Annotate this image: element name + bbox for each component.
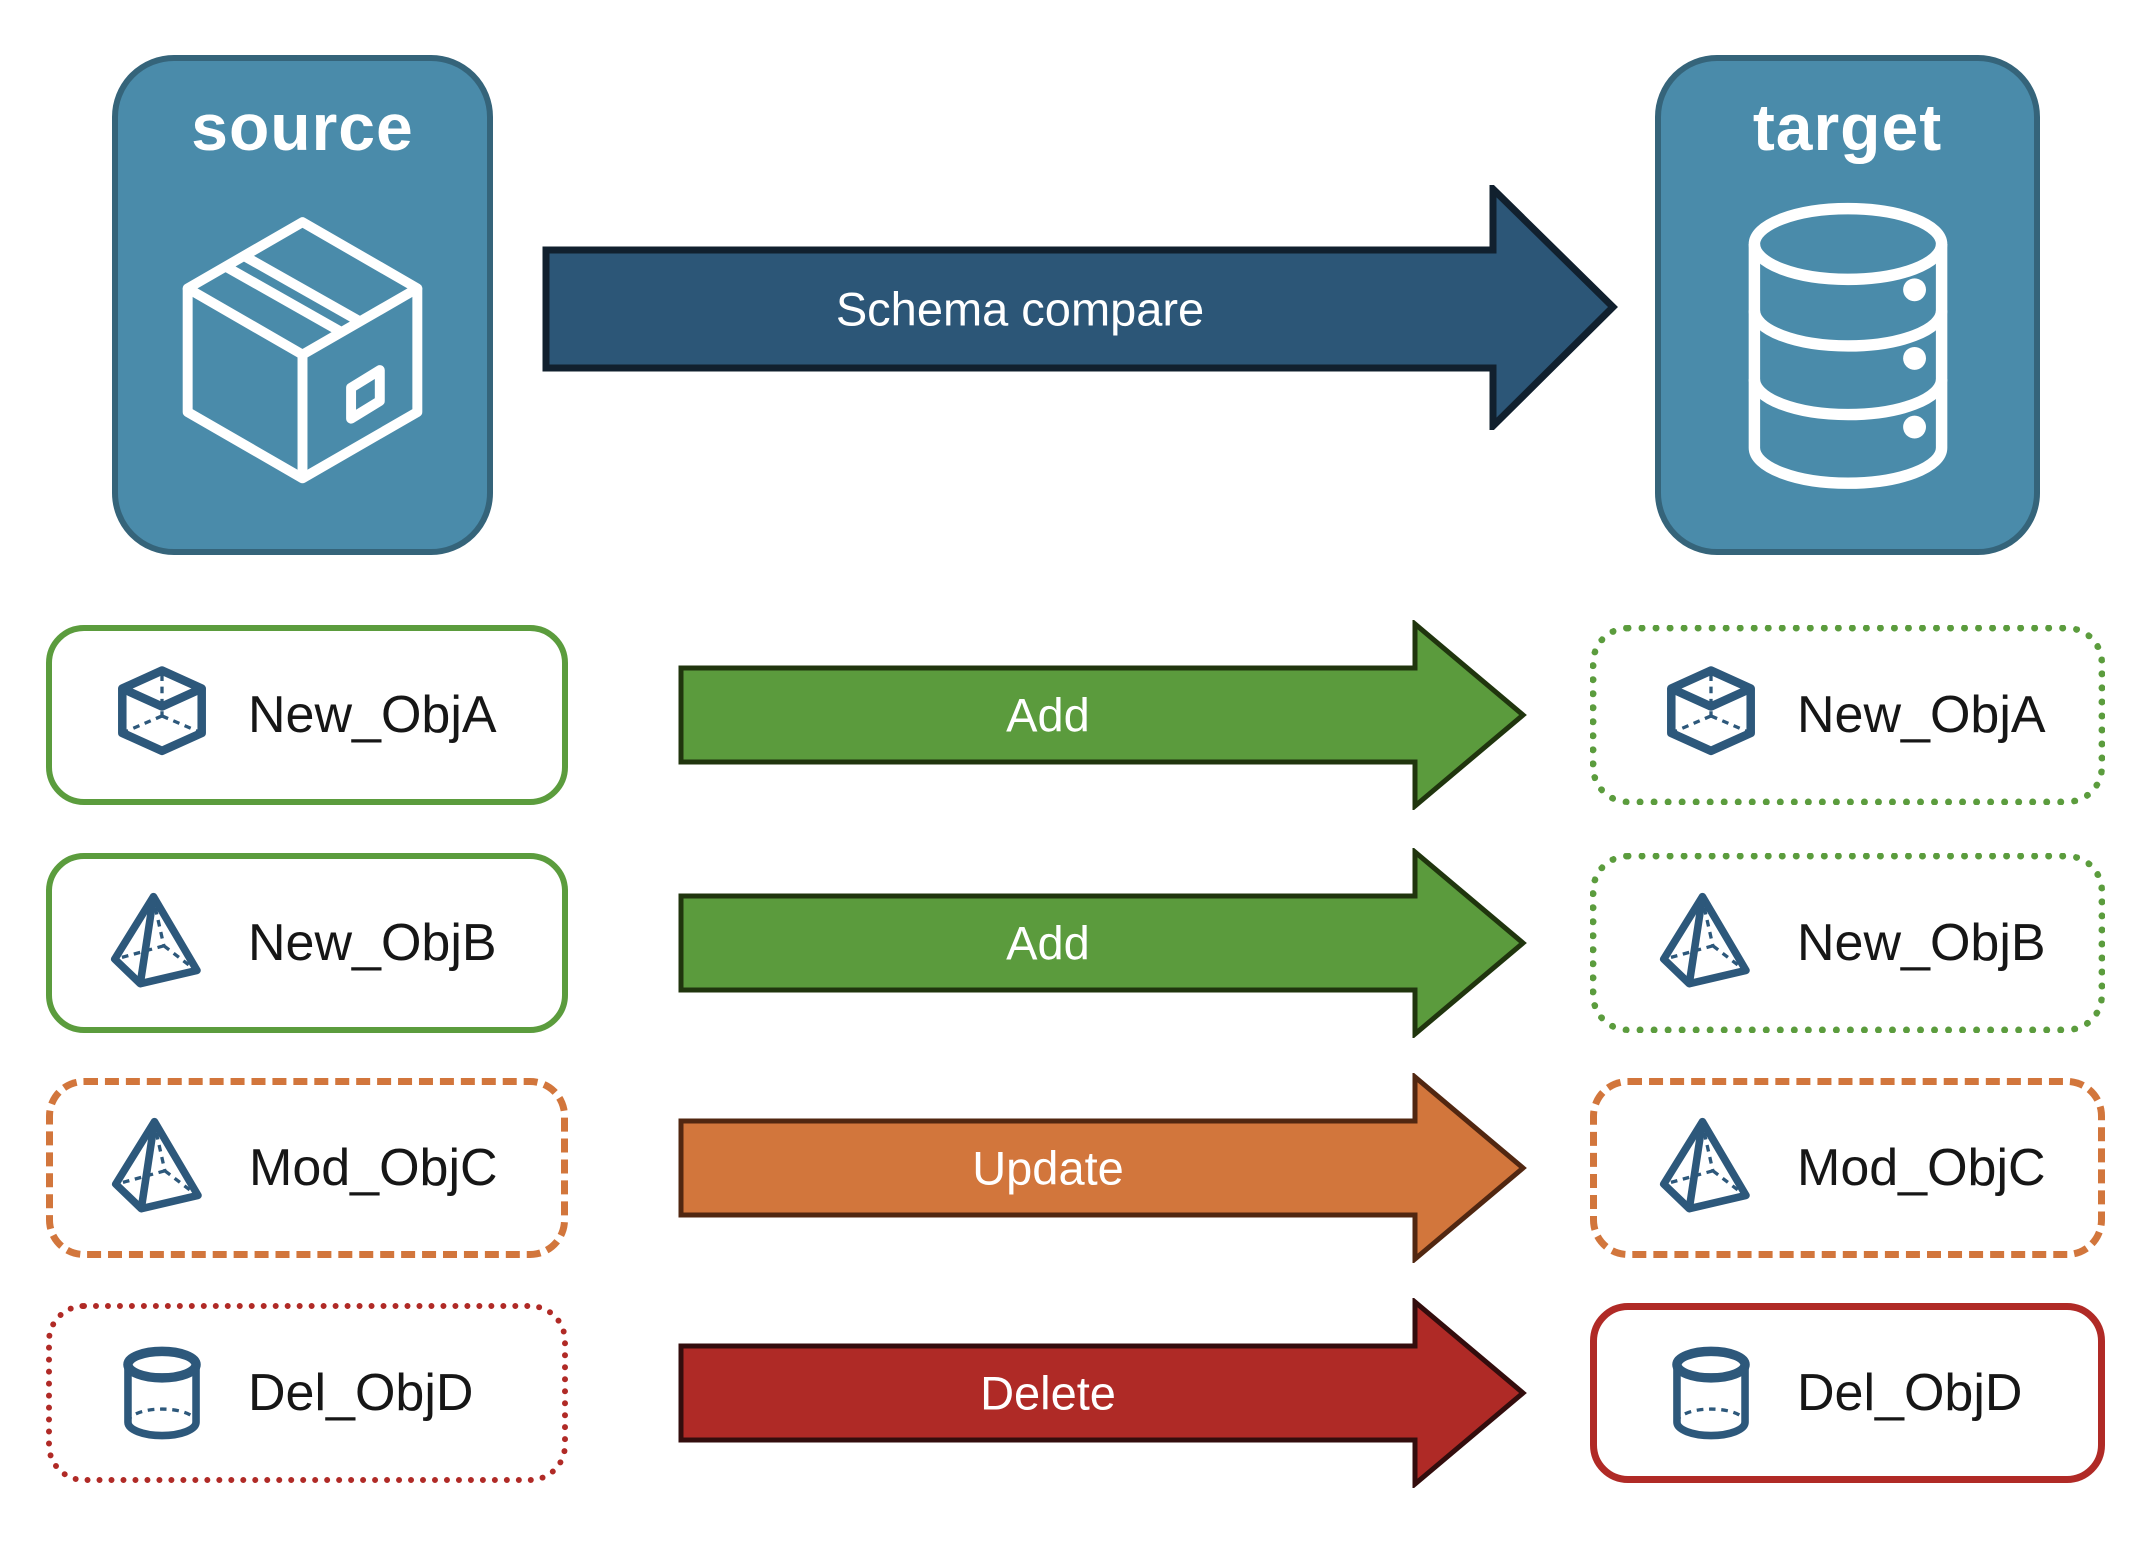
- package-box-icon: [170, 165, 435, 531]
- pyramid-icon: [1659, 1116, 1763, 1220]
- cube-icon: [110, 663, 214, 767]
- object-box-left-del-objd: Del_ObjD: [46, 1303, 568, 1483]
- pyramid-icon: [1659, 891, 1763, 995]
- pyramid-icon: [110, 891, 214, 995]
- object-box-right-new-obja: New_ObjA: [1590, 625, 2105, 805]
- schema-compare-arrow: Schema compare: [542, 185, 1618, 430]
- object-label: Del_ObjD: [1797, 1364, 2023, 1422]
- object-box-right-new-objb: New_ObjB: [1590, 853, 2105, 1033]
- object-label: Del_ObjD: [248, 1364, 474, 1422]
- pyramid-icon: [111, 1116, 215, 1220]
- object-box-left-new-obja: New_ObjA: [46, 625, 568, 805]
- cylinder-icon: [110, 1341, 214, 1445]
- object-box-left-new-objb: New_ObjB: [46, 853, 568, 1033]
- object-label: Mod_ObjC: [249, 1139, 498, 1197]
- target-title: target: [1752, 90, 1943, 164]
- add-arrow-label: Add: [1006, 917, 1090, 970]
- update-arrow-row3: Update: [678, 1073, 1527, 1263]
- cylinder-icon: [1659, 1341, 1763, 1445]
- delete-arrow-row4: Delete: [678, 1298, 1527, 1488]
- schema-compare-label: Schema compare: [836, 283, 1204, 336]
- object-box-left-mod-objc: Mod_ObjC: [46, 1078, 568, 1258]
- object-label: Mod_ObjC: [1797, 1139, 2046, 1197]
- source-title: source: [191, 90, 414, 164]
- object-label: New_ObjA: [1797, 686, 2046, 744]
- object-label: New_ObjA: [248, 686, 497, 744]
- source-card: source: [112, 55, 493, 555]
- update-arrow-label: Update: [972, 1142, 1124, 1195]
- object-label: New_ObjB: [1797, 914, 2046, 972]
- delete-arrow-label: Delete: [980, 1367, 1116, 1420]
- object-label: New_ObjB: [248, 914, 497, 972]
- database-icon: [1723, 165, 1973, 531]
- add-arrow-row1: Add: [678, 620, 1527, 810]
- object-box-right-mod-objc: Mod_ObjC: [1590, 1078, 2105, 1258]
- add-arrow-row2: Add: [678, 848, 1527, 1038]
- target-card: target: [1655, 55, 2040, 555]
- object-box-right-del-objd: Del_ObjD: [1590, 1303, 2105, 1483]
- cube-icon: [1659, 663, 1763, 767]
- add-arrow-label: Add: [1006, 689, 1090, 742]
